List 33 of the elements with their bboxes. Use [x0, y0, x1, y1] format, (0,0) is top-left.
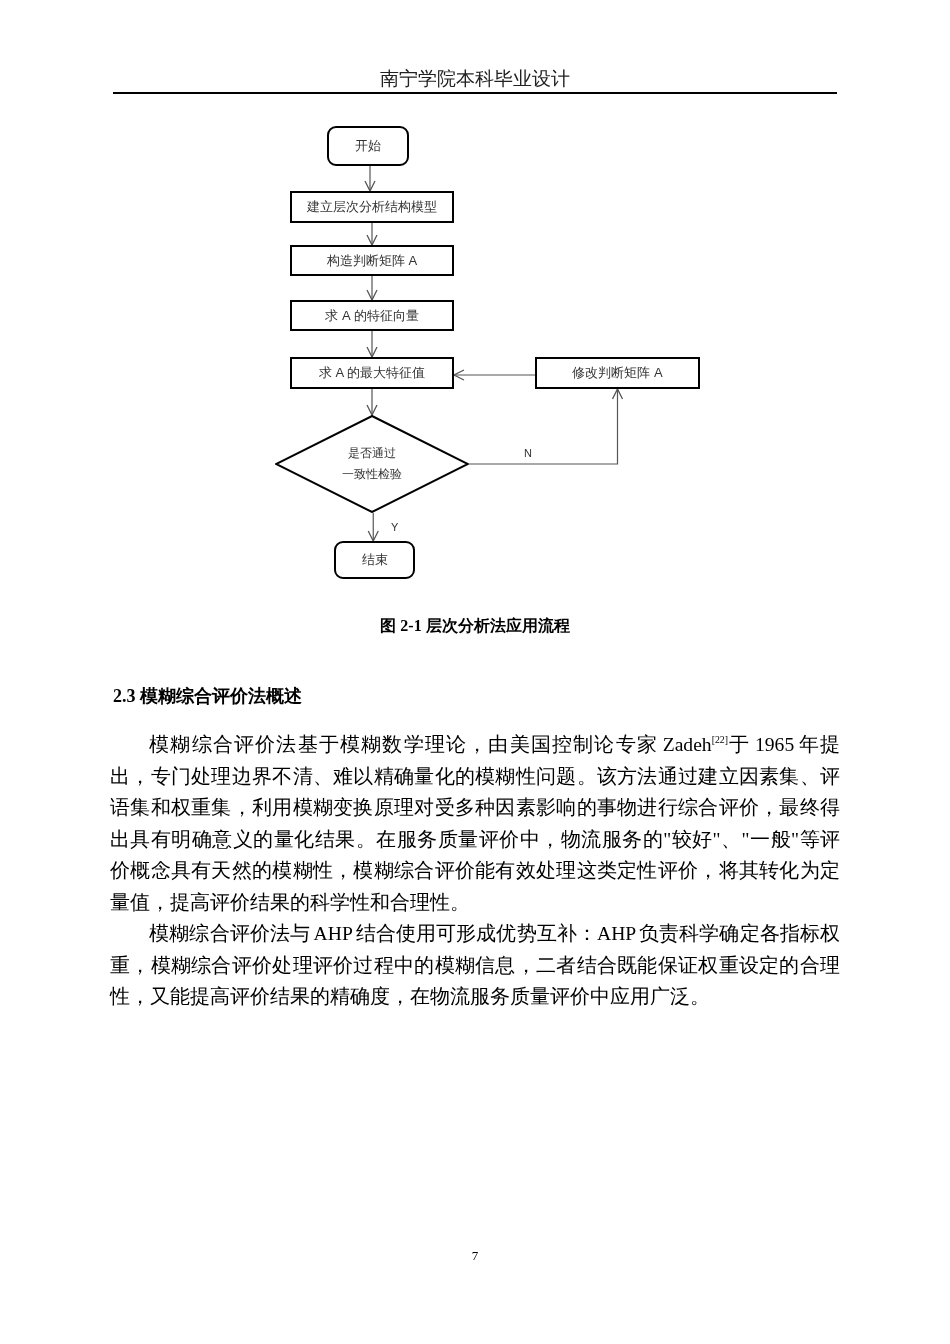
process-box	[290, 191, 454, 223]
step-label: 求 A 的最大特征值	[318, 365, 426, 381]
body-paragraph: 模糊综合评价法与 AHP 结合使用可形成优势互补：AHP 负责科学确定各指标权重，模糊综合评价处理评价过程中的模糊信息，二者结合既能保证权重设定的合理性，又能提高评价结果的精确度，在物流服务质量评价中应用广泛。	[110, 922, 840, 1009]
flow-arrow	[468, 388, 624, 465]
decision-diamond	[275, 415, 469, 513]
flow-arrow	[366, 388, 378, 416]
process-box	[290, 300, 454, 331]
flow-arrow	[367, 512, 379, 542]
process-box	[290, 357, 454, 389]
terminal-box	[334, 541, 415, 579]
page-number: 7	[471, 1248, 479, 1264]
step-label: 结束	[361, 552, 388, 568]
step-label: 是否通过	[348, 446, 396, 461]
process-box	[535, 357, 700, 389]
edge-label: N	[524, 447, 532, 460]
step-label: 建立层次分析结构模型	[307, 199, 437, 215]
step-label: 开始	[355, 138, 381, 154]
flow-arrow	[364, 165, 376, 192]
flow-arrow	[366, 222, 378, 246]
section-heading: 2.3 模糊综合评价法概述	[113, 685, 302, 708]
terminal-box	[327, 126, 409, 166]
flow-arrow	[366, 330, 378, 358]
flow-arrow	[366, 275, 378, 301]
step-label: 一致性检验	[342, 467, 402, 482]
step-label: 修改判断矩阵 A	[572, 365, 663, 381]
step-label: 构造判断矩阵 A	[326, 252, 418, 269]
process-box	[290, 245, 454, 276]
flow-arrow	[453, 369, 536, 381]
body-paragraph: 模糊综合评价法基于模糊数学理论，由美国控制论专家 Zadeh$^{[22]}$于 1965 年提出，专门处理边界不清、难以精确量化的模糊性问题。该方法通过建立因素集、评语集和权重集，利用模糊变换原理对受多种因素影响的事物进行综合评价，最终得出具有明确意义的量化结果。在服务质量评价中，物流服务的"较好"、"一般"等评价概念具有天然的模糊性，模糊综合评价能有效处理这类定性评价，将其转化为定量值，提高评价结果的科学性和合理性。	[110, 733, 840, 915]
edge-label: Y	[391, 521, 399, 534]
running-header: 南宁学院本科毕业设计	[380, 68, 570, 91]
figure-caption: 图 2-1 层次分析法应用流程	[380, 616, 570, 636]
step-label: 求 A 的特征向量	[325, 307, 419, 324]
